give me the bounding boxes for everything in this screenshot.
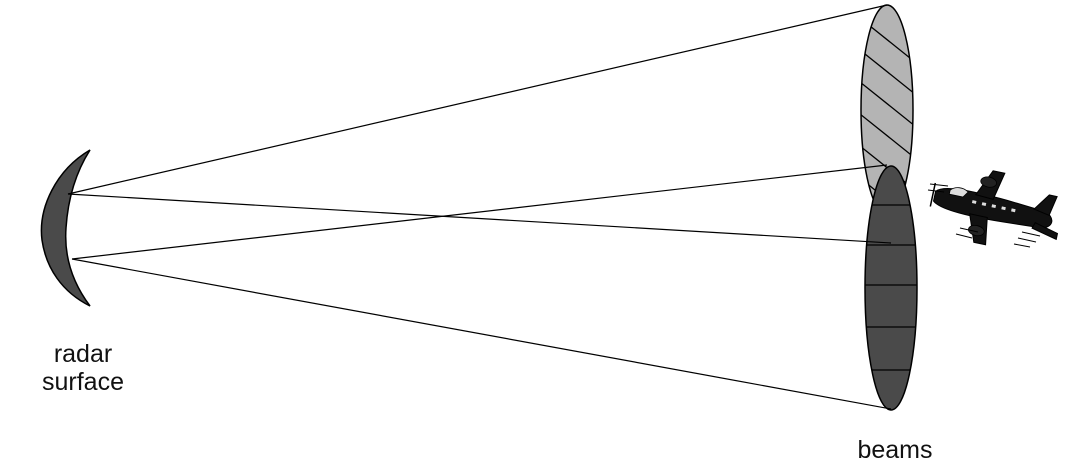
motion-streaks — [927, 183, 1041, 248]
lower-beam — [864, 165, 918, 411]
beam-lines — [67, 4, 892, 410]
upper-beam — [860, 4, 914, 216]
radar-label-line1: radar — [53, 340, 113, 368]
airplane-icon — [929, 170, 1059, 246]
radar-label-line2: surface — [42, 368, 124, 396]
radar-surface-label: radar surface — [28, 340, 138, 396]
radar-surface-dish — [40, 149, 91, 307]
beams-label: beams — [857, 436, 933, 464]
